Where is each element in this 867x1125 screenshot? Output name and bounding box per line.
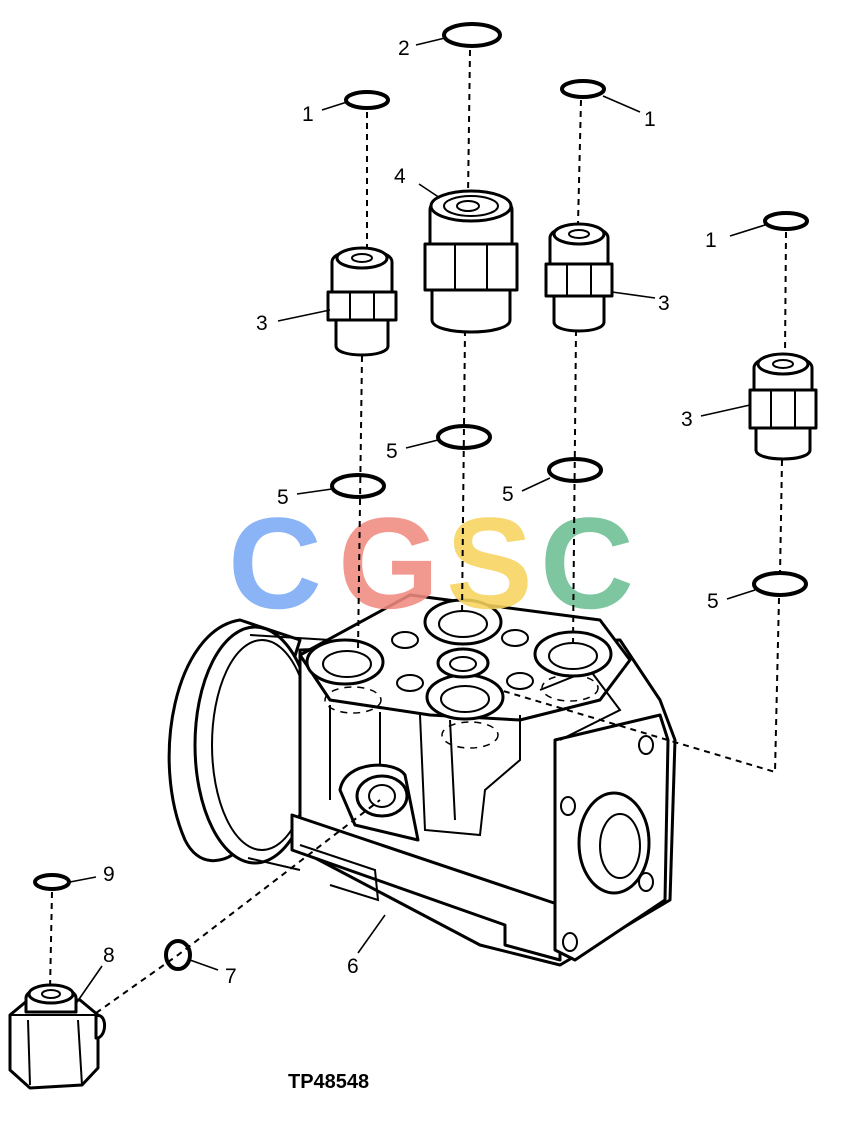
callout-3-right: 3 [681, 408, 693, 431]
fitting-part-3-center [544, 222, 614, 333]
callout-5-left: 5 [277, 486, 289, 509]
callout-1-right: 1 [705, 229, 717, 252]
callout-5-right: 5 [707, 590, 719, 613]
assembly-axes [49, 49, 787, 1014]
watermark-letter-1: C [228, 490, 322, 636]
callout-3-center: 3 [658, 292, 670, 315]
o-ring-part-5-center [436, 424, 492, 450]
callout-8: 8 [103, 944, 115, 967]
o-rings [33, 22, 809, 971]
callout-2: 2 [398, 37, 410, 60]
o-ring-part-1-right [763, 211, 809, 231]
figure-reference: TP48548 [288, 1071, 369, 1093]
elbow-fitting-part-8 [8, 983, 106, 1090]
fitting-part-4 [423, 189, 519, 334]
fitting-part-3-left [326, 246, 398, 357]
callout-7: 7 [225, 965, 237, 988]
o-ring-part-1-left [344, 90, 390, 110]
leader-lines [69, 37, 766, 1006]
watermark-letter-2: G [338, 490, 439, 636]
o-ring-part-1-center [560, 79, 606, 99]
watermark-letter-3: S [446, 490, 533, 636]
o-ring-part-9 [33, 873, 71, 891]
o-ring-part-2 [442, 22, 502, 48]
o-ring-part-5-mid-right [547, 457, 603, 483]
callout-5-mid-right: 5 [502, 483, 514, 506]
watermark-letter-4: C [540, 490, 634, 636]
o-ring-part-5-right [752, 571, 808, 597]
callout-9: 9 [103, 863, 115, 886]
o-ring-part-7 [164, 939, 192, 971]
callout-1-center: 1 [644, 108, 656, 131]
fitting-part-3-right [748, 352, 818, 461]
callout-6: 6 [347, 955, 359, 978]
o-ring-part-5-left [330, 473, 386, 499]
steering-valve-housing [167, 593, 677, 967]
cgsc-watermark: C G S C [228, 490, 634, 636]
callout-5-center: 5 [386, 440, 398, 463]
callouts: 2 1 1 4 1 3 3 3 5 5 5 5 9 8 7 6 [103, 37, 719, 988]
callout-1-left: 1 [302, 103, 314, 126]
callout-3-left: 3 [256, 312, 268, 335]
callout-4: 4 [394, 165, 406, 188]
